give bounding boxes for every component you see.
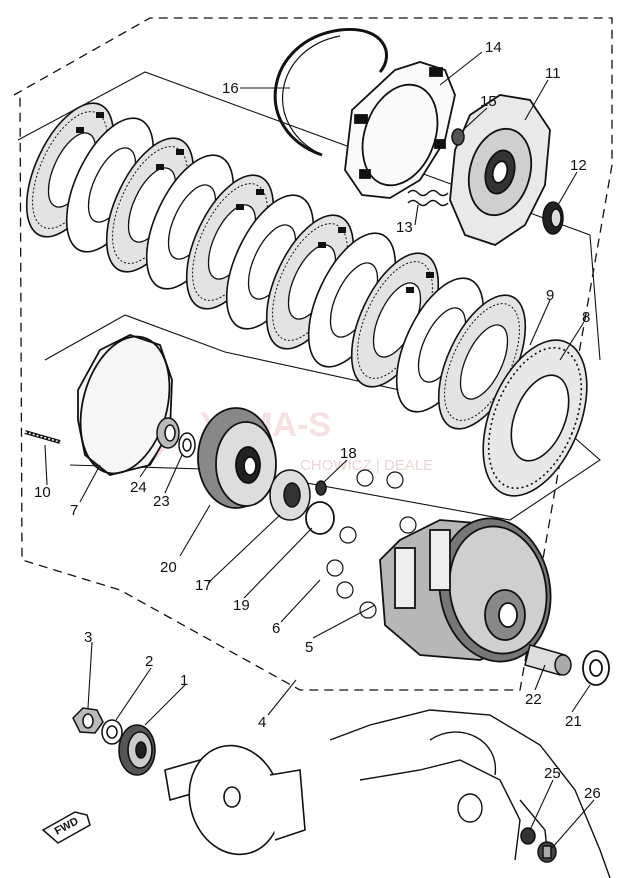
leader-lines — [44, 51, 595, 849]
callout-1: 1 — [180, 672, 188, 689]
callout-7: 7 — [70, 502, 78, 519]
drain-washer — [520, 827, 536, 845]
callout-8: 8 — [582, 309, 590, 326]
spacer — [524, 644, 572, 676]
callout-15: 15 — [480, 93, 497, 110]
circlip — [273, 28, 388, 157]
callout-22: 22 — [525, 691, 542, 708]
nut-18 — [315, 480, 327, 496]
callout-9: 9 — [546, 287, 554, 304]
callout-10: 10 — [34, 484, 51, 501]
callout-6: 6 — [272, 620, 280, 637]
callout-23: 23 — [153, 493, 170, 510]
outer-dashed-boundary — [13, 17, 613, 691]
watermark-subtitle: CHOWICZ | DEALE — [300, 457, 433, 474]
callout-16: 16 — [222, 80, 239, 97]
steel-ball — [336, 581, 354, 599]
primary-drive-gear — [118, 724, 156, 776]
o-ring — [305, 501, 335, 535]
forward-arrow: FWD — [41, 811, 91, 844]
callout-14: 14 — [485, 39, 502, 56]
bolt — [24, 430, 61, 444]
callout-25: 25 — [544, 765, 561, 782]
washer-23 — [178, 432, 196, 458]
cushion-plate — [77, 334, 173, 476]
callout-17: 17 — [195, 577, 212, 594]
friction-plate — [185, 174, 275, 310]
clutch-boss — [449, 94, 551, 246]
drain-bolt — [537, 841, 557, 863]
steel-ball — [356, 469, 374, 487]
steel-ball — [386, 471, 404, 489]
collar — [156, 417, 180, 449]
pressure-plate — [344, 61, 456, 199]
callout-13: 13 — [396, 219, 413, 236]
steel-ball — [339, 526, 357, 544]
callout-4: 4 — [258, 714, 266, 731]
callout-12: 12 — [570, 157, 587, 174]
callout-18: 18 — [340, 445, 357, 462]
callout-numbers: 1234567891011121314151617181920212223242… — [34, 39, 601, 802]
callout-21: 21 — [565, 713, 582, 730]
primary-gear — [197, 407, 277, 509]
steel-ball — [326, 559, 344, 577]
steel-ball — [399, 516, 417, 534]
drive-nut — [72, 707, 104, 734]
steel-balls — [326, 469, 417, 619]
callout-11: 11 — [545, 65, 561, 82]
friction-plate — [105, 137, 195, 273]
callout-26: 26 — [584, 785, 601, 802]
steel-plate — [225, 189, 315, 331]
callout-3: 3 — [84, 629, 92, 646]
clutch-housing — [379, 517, 552, 663]
crankshaft — [164, 744, 306, 856]
thrust-washer — [582, 650, 610, 686]
callout-2: 2 — [145, 653, 153, 670]
callout-24: 24 — [130, 479, 147, 496]
clutch-spring — [407, 189, 449, 207]
callout-20: 20 — [160, 559, 177, 576]
callout-19: 19 — [233, 597, 250, 614]
engine-case — [329, 709, 611, 878]
bearing — [542, 201, 564, 235]
steel-ball — [359, 601, 377, 619]
clutch-plate-stack — [25, 102, 527, 430]
lock-washer — [101, 719, 123, 745]
friction-plate-8 — [482, 339, 588, 497]
callout-5: 5 — [305, 639, 313, 656]
push-lever — [269, 469, 311, 521]
screw — [451, 128, 465, 146]
